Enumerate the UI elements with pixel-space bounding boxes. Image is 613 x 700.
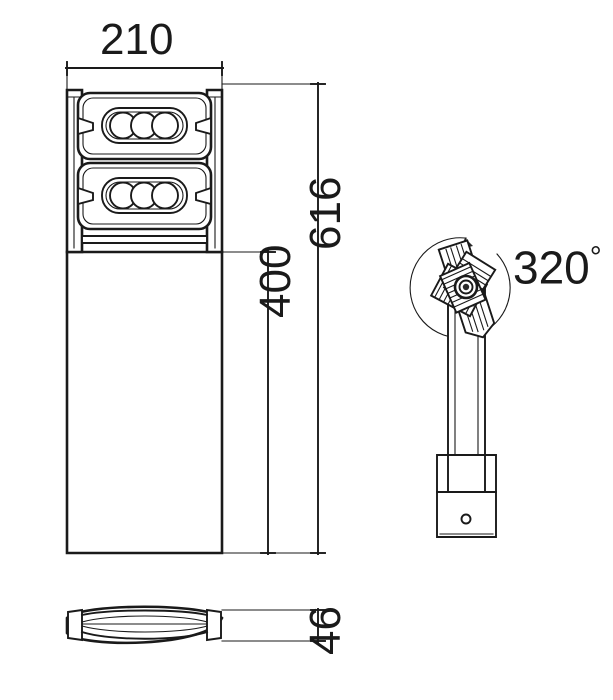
bottom-outer-profile (65, 605, 224, 645)
dimension-label-400: 400 (251, 244, 300, 318)
module-tab-lower-left (77, 186, 94, 206)
dimension-46 (221, 608, 326, 643)
dimension-label-210: 210 (100, 15, 174, 64)
head-crossbar (81, 235, 208, 244)
rotation-arc (409, 237, 511, 339)
side-view (409, 237, 511, 538)
dimension-400 (221, 250, 276, 555)
led-circle-lower-3 (151, 181, 179, 210)
side-pivot-center (462, 283, 470, 291)
degree-symbol-icon: ° (589, 241, 602, 274)
bottom-endcap-left (67, 608, 83, 642)
angle-value: 320 (513, 241, 590, 294)
dimension-616 (221, 82, 326, 555)
bottom-lens-bottom-edge (80, 630, 209, 640)
bottom-view (65, 605, 224, 645)
fin-c-7 (453, 293, 484, 308)
dimension-210 (65, 61, 224, 93)
led-module-upper (76, 91, 213, 161)
side-base-slot (447, 454, 486, 493)
front-view (65, 88, 224, 555)
side-head-assembly (429, 239, 497, 339)
rotation-angle-label: 320° (513, 241, 602, 294)
bottom-lens-top-inner (81, 615, 208, 623)
bottom-lens-top-edge (80, 609, 209, 617)
dimension-label-46: 46 (301, 606, 350, 655)
module-tab-lower-right (195, 186, 212, 206)
led-circle-upper-3 (151, 111, 179, 140)
bottom-endcap-right (206, 608, 222, 642)
module-tab-upper-left (77, 116, 94, 136)
bottom-lens-bottom-inner (81, 625, 208, 633)
side-base-hole (460, 513, 472, 525)
dimension-label-616: 616 (301, 176, 350, 250)
fin-b-7 (461, 257, 492, 278)
fin-c-1 (440, 265, 472, 281)
module-tab-upper-right (195, 116, 212, 136)
led-module-lower (76, 161, 213, 231)
pole-body-outline (65, 250, 224, 555)
